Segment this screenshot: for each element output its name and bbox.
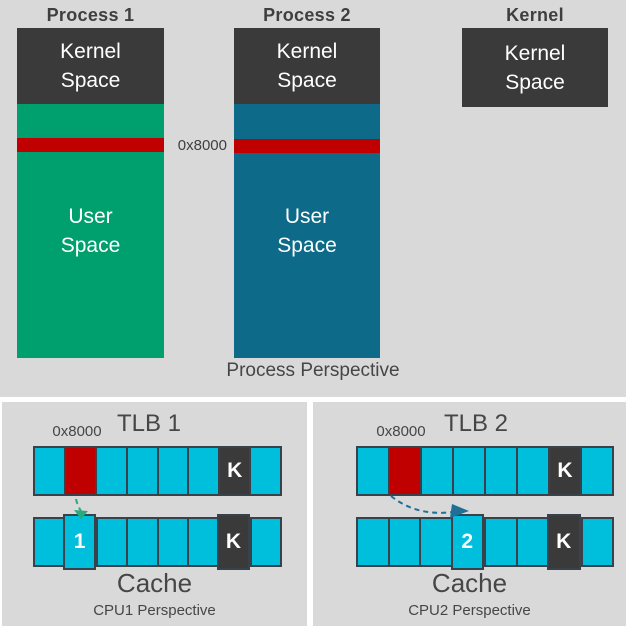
kernel-kernel-space-box: Kernel Space bbox=[462, 28, 608, 107]
tlb2-title: TLB 2 bbox=[443, 410, 509, 437]
frame-cell bbox=[156, 448, 188, 494]
frame-cell bbox=[580, 448, 612, 494]
tlb1-title: TLB 1 bbox=[116, 410, 182, 437]
cached-data-cell: 2 bbox=[450, 514, 484, 570]
cached-data-cell: 1 bbox=[63, 514, 96, 570]
kernel-space-label-line: Space bbox=[505, 70, 565, 94]
process-perspective-caption: Process Perspective bbox=[226, 360, 400, 381]
kernel-space-label-line: Space bbox=[277, 69, 337, 92]
frame-cell bbox=[94, 448, 126, 494]
frame-cell bbox=[95, 519, 127, 565]
kernel-cell: K bbox=[217, 514, 250, 570]
frame-cell bbox=[358, 448, 388, 494]
address-0x8000-label: 0x8000 bbox=[177, 137, 227, 154]
frame-cell bbox=[187, 448, 219, 494]
frame-cell bbox=[516, 448, 548, 494]
kernel-cell: K bbox=[548, 448, 580, 494]
tlb2-address-label: 0x8000 bbox=[376, 423, 426, 440]
process2-title: Process 2 bbox=[263, 5, 351, 25]
kernel-space-label-line: Kernel bbox=[60, 40, 121, 63]
tlb2-to-cache-arrow-icon bbox=[390, 495, 469, 518]
cache2-title: Cache bbox=[431, 568, 508, 598]
frame-cell bbox=[125, 448, 157, 494]
process1-title: Process 1 bbox=[46, 5, 135, 25]
frame-cell bbox=[580, 519, 612, 565]
tlb1-row: K bbox=[33, 446, 282, 496]
process1-kernel-space-box: Kernel Space bbox=[17, 28, 164, 104]
kernel-space-label-line: Space bbox=[60, 69, 121, 92]
process2-mapped-page-stripe bbox=[234, 139, 380, 153]
kernel-cell: K bbox=[547, 514, 581, 570]
frame-cell bbox=[515, 519, 547, 565]
frame-cell bbox=[452, 448, 484, 494]
tlb1-to-cache-arrow-icon bbox=[74, 498, 88, 519]
cache1-title: Cache bbox=[116, 568, 193, 598]
frame-cell bbox=[358, 519, 388, 565]
frame-cell bbox=[249, 519, 280, 565]
user-space-label-line: Space bbox=[277, 234, 337, 257]
frame-cell bbox=[420, 448, 452, 494]
frame-cell bbox=[484, 448, 516, 494]
frame-cell bbox=[156, 519, 187, 565]
frame-cell bbox=[419, 519, 451, 565]
process2-user-space-region: User Space bbox=[234, 104, 380, 358]
kernel-space-label-line: Kernel bbox=[276, 40, 338, 63]
kernel-space-label-line: Kernel bbox=[504, 41, 566, 65]
user-space-label-line: User bbox=[284, 205, 330, 228]
cpu2-perspective-caption: CPU2 Perspective bbox=[408, 602, 531, 619]
process-perspective-panel: Process 1 Kernel Space User Space Proces… bbox=[0, 0, 626, 397]
process1-user-space-region: User Space bbox=[17, 104, 164, 358]
kernel-title: Kernel bbox=[506, 5, 564, 25]
frame-cell bbox=[35, 448, 64, 494]
kernel-cell: K bbox=[218, 448, 250, 494]
frame-cell bbox=[387, 519, 419, 565]
cpu1-perspective-caption: CPU1 Perspective bbox=[93, 602, 216, 619]
user-space-label-line: Space bbox=[60, 234, 121, 257]
tlb2-row: K bbox=[356, 446, 614, 496]
user-space-label-line: User bbox=[68, 205, 113, 228]
frame-cell bbox=[249, 448, 280, 494]
tlb1-address-label: 0x8000 bbox=[52, 423, 102, 440]
shared-page-cell bbox=[388, 448, 420, 494]
process2-kernel-space-box: Kernel Space bbox=[234, 28, 380, 104]
frame-cell bbox=[484, 519, 516, 565]
frame-cell bbox=[126, 519, 157, 565]
shared-page-cell bbox=[63, 448, 95, 494]
frame-cell bbox=[186, 519, 218, 565]
process1-mapped-page-stripe bbox=[17, 138, 164, 152]
frame-cell bbox=[35, 519, 64, 565]
